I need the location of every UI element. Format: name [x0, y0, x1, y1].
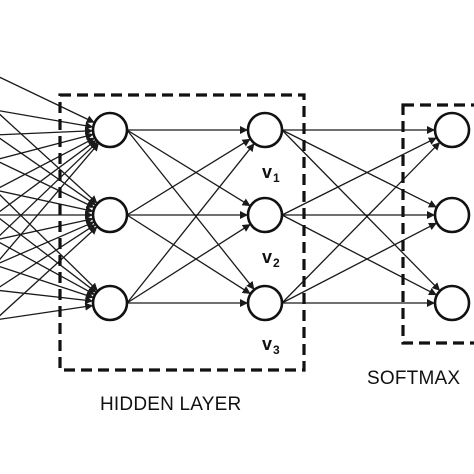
- input-edge: [0, 132, 94, 160]
- input-edge: [0, 241, 96, 295]
- softmax-node-2: [433, 196, 471, 234]
- input-edge: [0, 127, 94, 136]
- input-edge: [0, 76, 95, 123]
- hidden-node-label-v1: v1: [262, 162, 280, 185]
- input-node-1: [91, 111, 129, 149]
- hidden-layer-label: HIDDEN LAYER: [100, 394, 241, 415]
- input-edge: [0, 194, 98, 292]
- input-edge: [0, 265, 94, 299]
- softmax-layer-box: [401, 103, 474, 345]
- input-edge: [0, 113, 98, 204]
- hidden-edge: [126, 129, 255, 290]
- softmax-layer-label: SOFTMAX: [367, 368, 460, 389]
- softmax-node-3: [433, 284, 471, 322]
- hidden-node-label-v3: v3: [262, 334, 280, 357]
- softmax-edge: [281, 142, 441, 304]
- input-edge: [0, 137, 95, 189]
- input-edge: [0, 142, 99, 261]
- input-edge: [0, 226, 98, 317]
- network-nodes: [91, 111, 471, 322]
- hidden-edge: [126, 214, 251, 294]
- softmax-edge: [281, 137, 437, 216]
- hidden-node-v3: [246, 284, 284, 322]
- input-edge: [0, 221, 95, 264]
- softmax-edge: [281, 129, 441, 291]
- input-node-3: [91, 284, 129, 322]
- hidden-node-v1: [246, 111, 284, 149]
- input-edge: [0, 289, 94, 305]
- hidden-edge: [126, 138, 251, 216]
- hidden-node-v2: [246, 196, 284, 234]
- hidden-node-label-v2: v2: [262, 247, 280, 270]
- input-edge: [0, 190, 94, 214]
- hidden-edge: [126, 129, 251, 207]
- hidden-edge: [126, 143, 255, 304]
- input-edge: [0, 140, 97, 213]
- input-edge: [0, 218, 97, 293]
- input-edge: [0, 110, 94, 130]
- softmax-node-1: [433, 111, 471, 149]
- softmax-edge: [281, 222, 437, 304]
- softmax-edge: [281, 129, 437, 208]
- input-edge: [0, 137, 97, 206]
- hidden-edge: [126, 224, 251, 304]
- input-node-2: [91, 196, 129, 234]
- connection-edges: [0, 76, 441, 320]
- softmax-edge: [281, 214, 437, 296]
- input-edge: [0, 302, 94, 320]
- hidden-layer-box: [58, 93, 306, 372]
- input-edge: [0, 161, 95, 208]
- input-edge: [0, 216, 94, 240]
- input-edge: [0, 141, 98, 237]
- input-edge: [0, 224, 96, 288]
